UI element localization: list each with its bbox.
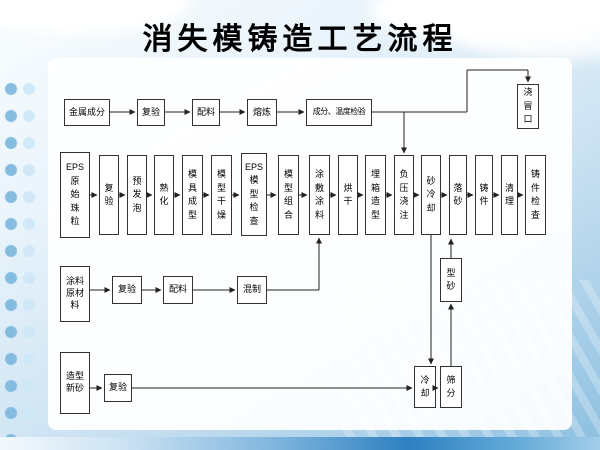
node-flask-molding: 埋 箱 造 型 [365,155,386,235]
node-composition-temp-check: 成分、温度检验 [306,99,372,126]
slide-title: 消失模铸造工艺流程 [142,23,458,56]
node-metal-batching: 配料 [192,99,220,126]
node-apply-coating: 涂 敷 涂 料 [309,155,330,235]
node-eps-recheck: 复 验 [99,155,119,235]
node-mixing: 混制 [237,276,267,304]
node-coating-raw-material: 涂料 原材 料 [60,266,90,322]
node-metal-composition: 金属成分 [64,99,110,126]
node-molding-sand: 型 砂 [440,258,462,302]
node-metal-recheck: 复验 [137,99,165,126]
node-cleaning: 清 理 [501,155,518,235]
node-casting: 铸 件 [475,155,493,235]
node-sand-cooling: 砂 冷 却 [421,155,441,235]
node-casting-inspection: 铸 件 检 查 [525,155,546,235]
node-pattern-assembly: 模 型 组 合 [278,155,299,235]
node-sand-recheck: 复验 [104,374,132,402]
node-coating-recheck: 复验 [112,276,142,304]
node-pre-foaming: 预 发 泡 [127,155,147,235]
node-gating-riser: 浇 冒 口 [517,84,539,129]
node-mold-forming: 模 具 成 型 [182,155,203,235]
node-vacuum-pouring: 负 压 浇 注 [394,155,414,235]
node-new-molding-sand: 造型 新砂 [60,352,90,414]
node-drying: 烘 干 [338,155,358,235]
node-screening: 筛 分 [440,366,462,408]
node-curing: 熟 化 [154,155,174,235]
node-coating-batching: 配料 [163,276,193,304]
node-eps-raw-beads: EPS 原 始 珠 粒 [60,152,90,238]
node-shakeout: 落 砂 [449,155,467,235]
dot-pattern [2,78,42,446]
node-cooling: 冷 却 [414,366,436,408]
bottom-accent-bar [0,437,600,450]
node-eps-pattern-check: EPS 模 型 检 查 [241,153,267,236]
node-pattern-drying: 模 型 干 燥 [211,155,232,235]
node-melting: 熔炼 [247,99,277,126]
